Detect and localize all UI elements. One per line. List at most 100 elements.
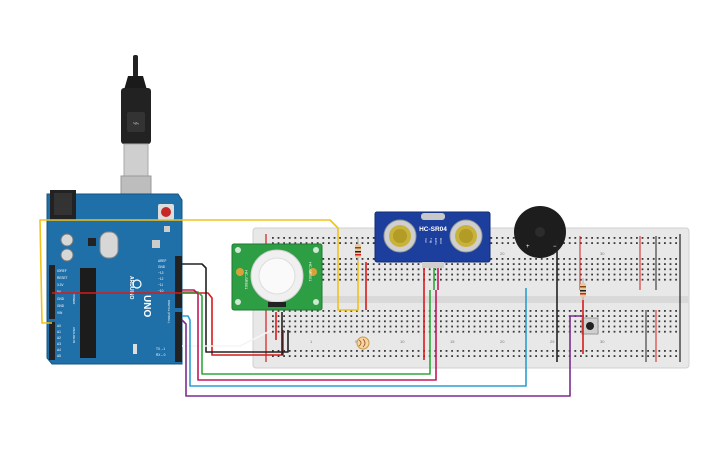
breadboard-hole [468,268,470,271]
breadboard-hole [384,325,386,328]
pir-sensor: HC-SR501 HC-SR501 [231,243,323,311]
breadboard-hole [272,350,274,352]
breadboard-hole [378,330,381,333]
breadboard-hole [406,263,409,265]
breadboard-hole [568,242,571,244]
breadboard-hole [557,315,560,317]
breadboard-hole [608,355,610,357]
breadboard-hole [322,263,325,265]
breadboard-hole [378,350,381,352]
breadboard-hole [512,320,515,323]
breadboard-hole [440,273,442,276]
breadboard-hole [490,242,493,244]
breadboard-hole [563,263,565,265]
breadboard-hole [501,268,504,271]
breadboard-hole [574,263,577,265]
breadboard-hole [344,315,347,317]
breadboard-hole [563,258,565,260]
breadboard-hole [602,355,605,357]
breadboard-hole [647,350,649,352]
breadboard-hole [400,355,403,357]
breadboard-hole [473,320,476,323]
breadboard-hole [563,310,565,312]
breadboard-hole [412,263,414,265]
breadboard-hole [468,350,470,352]
breadboard-hole [277,330,280,333]
breadboard-hole [529,263,532,265]
wire-black-gnd [182,263,289,353]
breadboard-hole [507,350,509,352]
breadboard-hole [546,273,549,276]
breadboard-hole [384,350,386,352]
breadboard-hole [619,310,621,312]
breadboard-hole [501,237,504,239]
breadboard-hole [328,258,330,260]
breadboard-hole [647,325,649,328]
breadboard-hole [652,273,655,276]
breadboard-hole [591,237,593,239]
breadboard-hole [535,273,537,276]
breadboard-hole [417,320,420,323]
breadboard-hole [356,315,358,317]
breadboard-hole [540,355,543,357]
pin-label: IOREF [57,269,67,273]
breadboard-hole [501,350,504,352]
breadboard-hole [535,258,537,260]
breadboard-hole [406,278,409,281]
breadboard-hole [356,273,358,276]
breadboard-hole [417,330,420,333]
breadboard-hole [585,258,588,260]
breadboard-hole [361,320,364,323]
breadboard-hole [344,278,347,281]
breadboard-hole [322,242,325,244]
breadboard-hole [367,355,369,357]
arduino-logo: UNO [141,295,152,317]
breadboard-hole [557,278,560,281]
breadboard-hole [613,310,616,312]
breadboard-hole [501,263,504,265]
breadboard-hole [512,350,515,352]
breadboard-hole [669,325,672,328]
breadboard-hole [552,268,554,271]
breadboard-hole [496,258,498,260]
breadboard-hole [479,320,481,323]
breadboard-hole [647,258,649,260]
breadboard-hole [512,330,515,333]
breadboard-hole [636,258,638,260]
breadboard-hole [378,263,381,265]
breadboard-hole [283,320,285,323]
breadboard-hole [540,278,543,281]
breadboard-hole [574,310,577,312]
breadboard-hole [636,242,638,244]
pin-label: RX←0 [156,353,166,357]
breadboard-hole [288,325,291,328]
breadboard-hole [630,268,633,271]
breadboard-hole [305,310,308,312]
breadboard-hole [356,242,358,244]
breadboard-hole [608,310,610,312]
breadboard-hole [350,242,353,244]
breadboard-hole [456,325,459,328]
breadboard-hole [350,278,353,281]
breadboard-hole [356,258,358,260]
breadboard-hole [344,320,347,323]
breadboard-hole [602,325,605,328]
breadboard-hole [445,273,448,276]
breadboard-hole [624,242,627,244]
breadboard-hole [652,355,655,357]
breadboard-hole [294,242,297,244]
col-number: 25 [550,339,555,344]
breadboard-hole [322,315,325,317]
breadboard-hole [417,325,420,328]
breadboard-hole [496,320,498,323]
breadboard-hole [333,242,336,244]
breadboard-hole [339,237,341,239]
breadboard-hole [591,263,593,265]
breadboard-hole [512,268,515,271]
breadboard-hole [641,237,644,239]
breadboard-hole [378,310,381,312]
breadboard-hole [412,330,414,333]
breadboard-hole [372,350,375,352]
pin-label: AREF [158,259,167,263]
breadboard-hole [462,350,465,352]
